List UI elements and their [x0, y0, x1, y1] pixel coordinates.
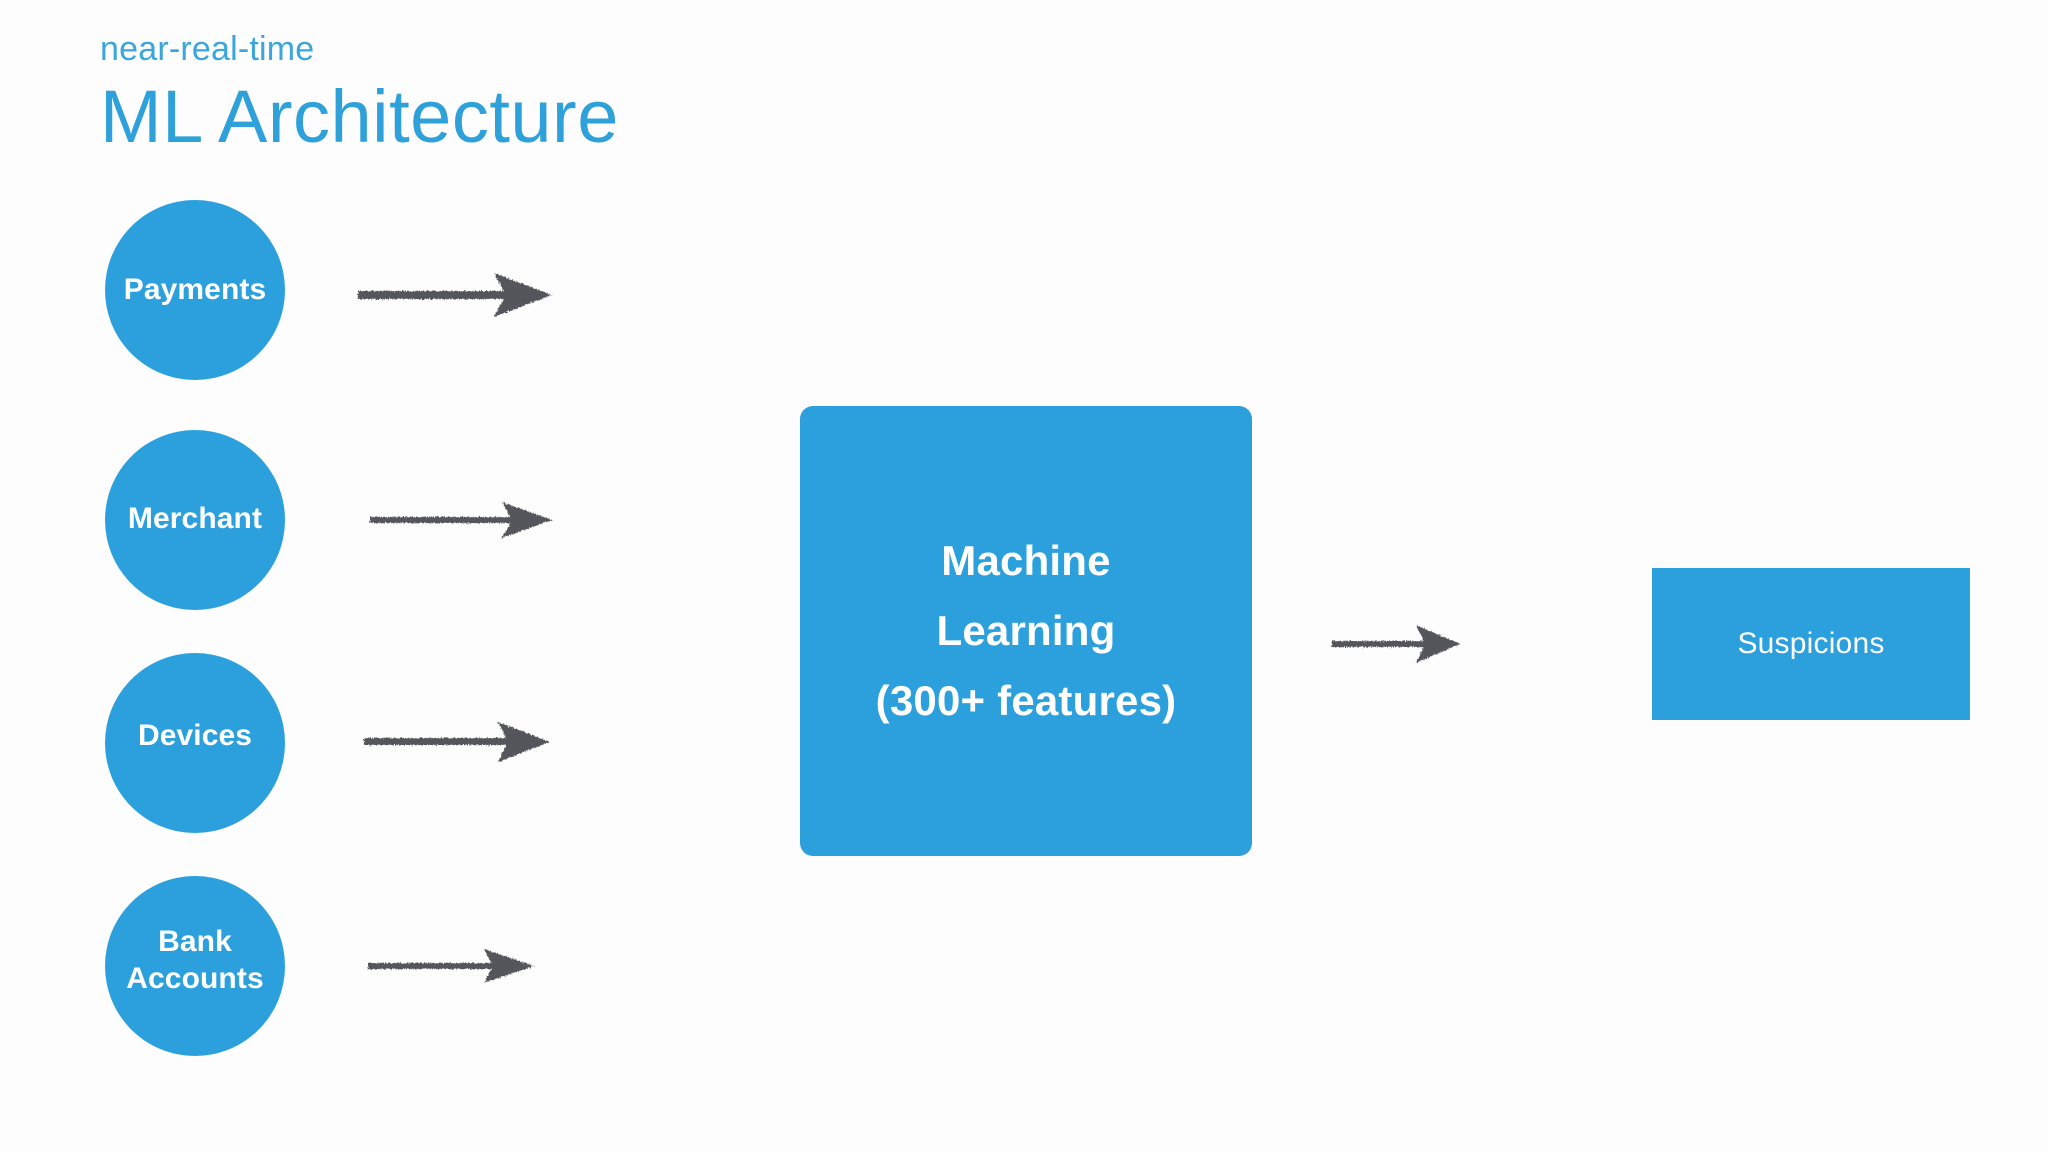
slide-eyebrow: near-real-time	[100, 30, 315, 68]
title-block: near-real-time ML Architecture	[100, 28, 1000, 160]
processor-node-label: Machine Learning (300+ features)	[875, 537, 1177, 724]
arrow-right-icon-devices-to-ml	[362, 706, 554, 778]
output-node-label: Suspicions	[1737, 627, 1885, 660]
arrow-right-icon-bank-accounts-to-ml	[366, 930, 538, 1002]
source-node-label: Devices	[137, 718, 253, 752]
source-node-merchant[interactable]: Merchant	[105, 430, 285, 610]
source-node-payments[interactable]: Payments	[105, 200, 285, 380]
source-node-label: Payments	[123, 272, 267, 306]
source-node-label: Merchant	[127, 501, 263, 535]
output-node-suspicions[interactable]: Suspicions	[1652, 568, 1970, 720]
processor-node-machine-learning[interactable]: Machine Learning (300+ features)	[800, 406, 1252, 856]
source-node-devices[interactable]: Devices	[105, 653, 285, 833]
page-title: ML Architecture	[100, 75, 619, 158]
source-node-label: Bank Accounts	[126, 925, 264, 995]
arrow-right-icon-payments-to-ml	[356, 259, 556, 331]
arrow-right-icon-ml-to-suspicions	[1330, 608, 1464, 680]
source-node-bank-accounts[interactable]: Bank Accounts	[105, 876, 285, 1056]
arrow-right-icon-merchant-to-ml	[368, 484, 556, 556]
